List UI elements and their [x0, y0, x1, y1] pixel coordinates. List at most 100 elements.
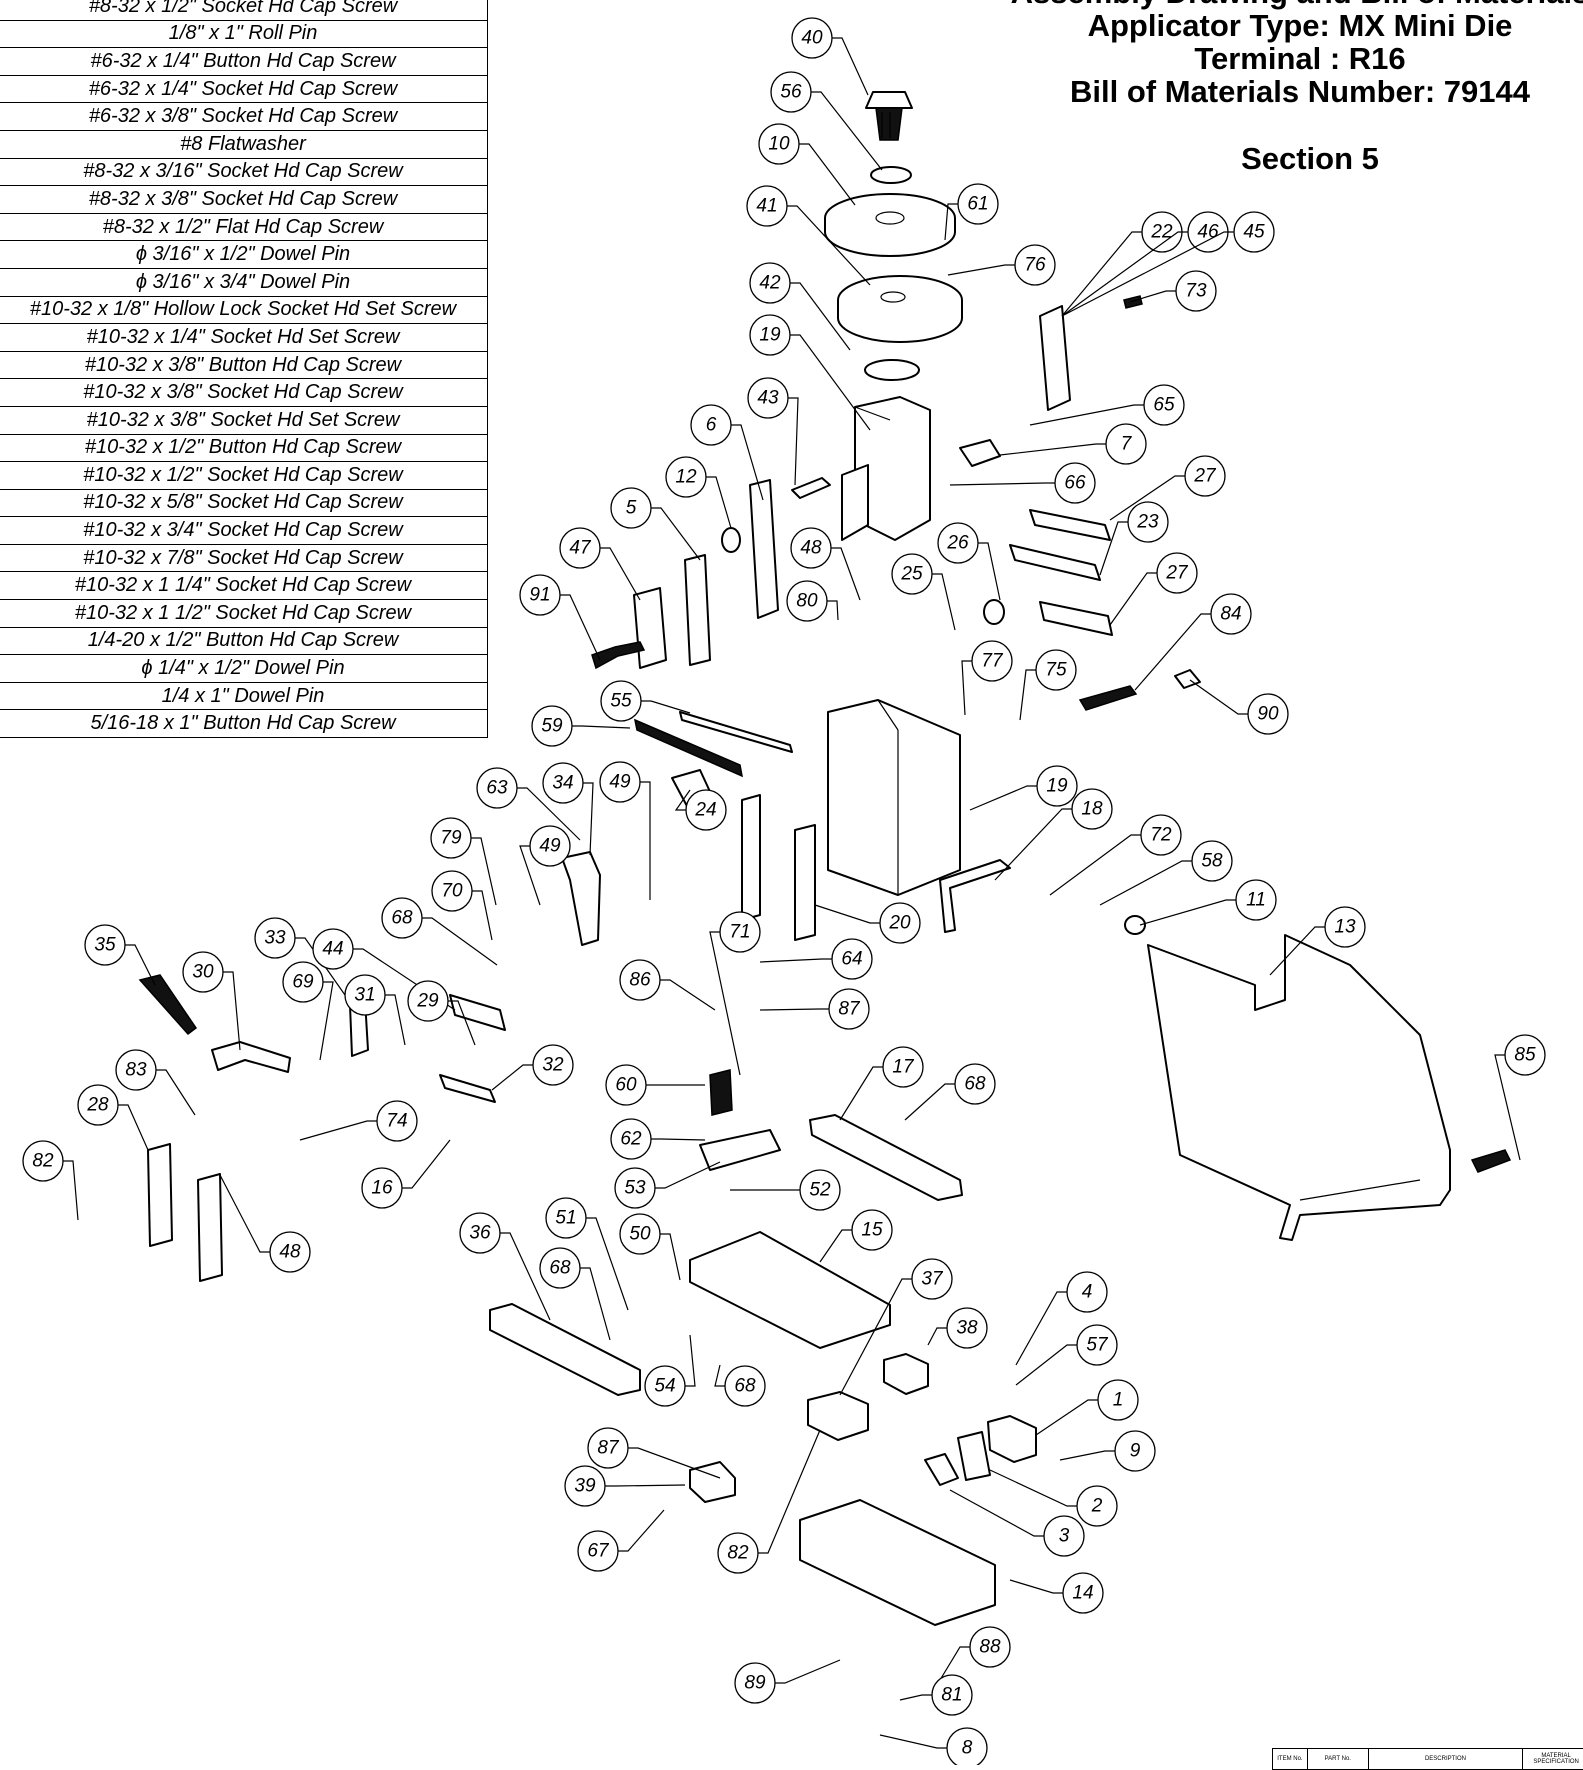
- part-gear: [837, 275, 963, 343]
- callout-leader-line: [709, 931, 741, 1076]
- callout-leader-line: [927, 1327, 947, 1346]
- callout-balloon: 57: [1015, 1324, 1118, 1386]
- callout-circle: [610, 1118, 652, 1160]
- callout-balloon: 27: [1109, 552, 1198, 626]
- callout-number: 68: [734, 1376, 756, 1397]
- callout-number: 79: [440, 828, 462, 849]
- callout-number: 4: [1082, 1282, 1093, 1303]
- callout-leader-line: [978, 542, 1001, 601]
- part-base-14: [799, 1499, 996, 1626]
- callout-number: 25: [900, 564, 923, 585]
- callout-leader-line: [839, 1278, 912, 1396]
- callout-circle: [758, 123, 800, 165]
- callout-number: 53: [624, 1178, 646, 1199]
- callout-leader-line: [640, 781, 651, 900]
- part-hook-18: [939, 859, 1011, 933]
- callout-number: 63: [486, 778, 508, 799]
- part-block-22: [1039, 305, 1071, 411]
- callout-circle: [719, 911, 761, 953]
- callout-circle: [614, 1167, 656, 1209]
- description-row: #10-32 x 1 1/4" Socket Hd Cap Screw: [0, 571, 487, 599]
- callout-number: 26: [946, 533, 969, 554]
- callout-circle: [828, 988, 870, 1030]
- part-plate-5: [684, 554, 711, 666]
- callout-leader-line: [500, 1232, 551, 1321]
- callout-circle: [182, 951, 224, 993]
- callout-balloon: 90: [1189, 679, 1289, 735]
- callout-leader-line: [832, 37, 869, 96]
- callout-leader-line: [1061, 231, 1234, 317]
- callout-circle: [1143, 384, 1185, 426]
- part-bar-17: [809, 1114, 963, 1201]
- callout-number: 58: [1201, 851, 1223, 872]
- callout-circle: [559, 527, 601, 569]
- callout-balloon: 34: [542, 762, 594, 856]
- callout-balloon: 84: [1134, 593, 1252, 691]
- callout-leader-line: [1019, 669, 1036, 721]
- description-row: 5/16-18 x 1" Button Hd Cap Screw: [0, 709, 487, 737]
- part-pin-90: [1174, 669, 1201, 689]
- callout-leader-line: [1035, 1399, 1098, 1436]
- callout-balloon: 54: [644, 1334, 696, 1407]
- callout-circle: [381, 897, 423, 939]
- callout-number: 32: [542, 1055, 564, 1076]
- callout-leader-line: [491, 1064, 533, 1091]
- callout-balloon: 88: [939, 1626, 1011, 1681]
- callout-balloon: 68: [539, 1247, 611, 1341]
- callout-number: 37: [921, 1269, 944, 1290]
- callout-balloon: 71: [709, 911, 761, 1076]
- callout-leader-line: [994, 808, 1072, 881]
- callout-leader-line: [125, 944, 156, 986]
- callout-circle: [577, 1530, 619, 1572]
- part-bracket-31: [449, 994, 506, 1031]
- callout-circle: [1062, 1572, 1104, 1614]
- callout-balloon: 81: [899, 1674, 973, 1716]
- callout-circle: [476, 767, 518, 809]
- callout-leader-line: [790, 334, 871, 431]
- callout-balloon: 17: [839, 1046, 924, 1121]
- callout-balloon: 30: [182, 951, 241, 1051]
- description-row: #10-32 x 5/8" Socket Hd Cap Screw: [0, 488, 487, 517]
- callout-circle: [831, 938, 873, 980]
- callout-balloon: 62: [610, 1118, 706, 1160]
- callout-number: 27: [1193, 466, 1217, 487]
- description-row: #10-32 x 1/2" Button Hd Cap Screw: [0, 433, 487, 462]
- callout-circle: [717, 1532, 759, 1574]
- callout-number: 39: [574, 1476, 596, 1497]
- callout-number: 28: [86, 1095, 109, 1116]
- callout-circle: [786, 580, 828, 622]
- callout-circle: [587, 1427, 629, 1469]
- callout-circle: [1184, 455, 1226, 497]
- callout-number: 5: [626, 498, 637, 519]
- callout-circle: [749, 314, 791, 356]
- callout-balloon: 37: [839, 1258, 953, 1396]
- callout-leader-line: [651, 1138, 706, 1141]
- callout-number: 46: [1197, 222, 1219, 243]
- callout-number: 49: [609, 772, 631, 793]
- callout-number: 68: [391, 908, 413, 929]
- description-row: #10-32 x 1/2" Socket Hd Cap Screw: [0, 461, 487, 489]
- callout-balloon: 70: [431, 870, 493, 941]
- callout-balloon: 1: [1035, 1379, 1139, 1436]
- callout-number: 49: [539, 836, 561, 857]
- callout-leader-line: [1061, 231, 1142, 317]
- callout-balloon: 49: [599, 761, 651, 900]
- callout-number: 35: [94, 935, 116, 956]
- callout-balloon: 68: [714, 1364, 766, 1407]
- callout-balloon: 64: [759, 938, 873, 980]
- callout-number: 62: [620, 1129, 642, 1150]
- callout-number: 83: [125, 1060, 147, 1081]
- description-row: #10-32 x 3/8" Button Hd Cap Screw: [0, 350, 487, 379]
- callout-circle: [115, 1049, 157, 1091]
- callout-number: 82: [727, 1543, 749, 1564]
- part-bracket-34: [561, 851, 601, 946]
- part-bar-27a: [1029, 509, 1111, 541]
- col-part-no: PART No.: [1308, 1749, 1369, 1769]
- callout-balloon: 12: [665, 456, 732, 529]
- callout-number: 23: [1136, 512, 1159, 533]
- part-block-1: [987, 1415, 1037, 1463]
- part-block-38: [883, 1353, 929, 1395]
- description-row: #10-32 x 1/4" Socket Hd Set Screw: [0, 323, 487, 351]
- callout-number: 66: [1064, 473, 1086, 494]
